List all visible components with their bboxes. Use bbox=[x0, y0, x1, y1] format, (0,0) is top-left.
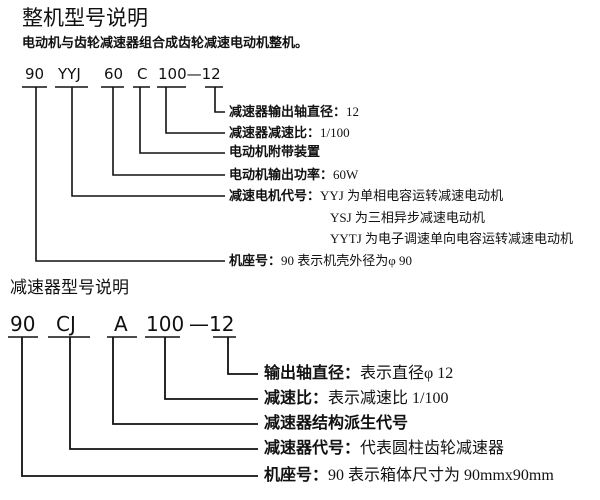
code-90: 90 bbox=[25, 65, 45, 83]
row2-reduction-ratio: 减速比：表示减速比 1/100 bbox=[264, 388, 449, 407]
code-60: 60 bbox=[104, 65, 124, 83]
row-ysj: YSJ 为三相异步减速电动机 bbox=[330, 210, 485, 225]
section1-subtitle: 电动机与齿轮减速器组合成齿轮减速电动机整机。 bbox=[22, 36, 309, 51]
row-shaft-diameter: 减速器输出轴直径：12 bbox=[229, 104, 360, 120]
row2-reducer-code: 减速器代号：代表圆柱齿轮减速器 bbox=[264, 438, 505, 457]
row-output-power: 电动机输出功率：60W bbox=[229, 167, 359, 183]
code2-100: 100 bbox=[146, 312, 185, 336]
code-yyj: YYJ bbox=[58, 65, 81, 83]
row-yytj: YYTJ 为电子调速单向电容运转减速电动机 bbox=[330, 231, 574, 246]
row2-shaft-diameter: 输出轴直径：表示直径φ 12 bbox=[264, 363, 454, 382]
row2-structure-code: 减速器结构派生代号 bbox=[264, 413, 409, 432]
code2-cj: CJ bbox=[56, 312, 76, 336]
row-frame-number: 机座号：90 表示机壳外径为φ 90 bbox=[229, 253, 413, 269]
section2-title: 减速器型号说明 bbox=[10, 278, 129, 298]
code2-90: 90 bbox=[10, 312, 36, 336]
row-reduction-ratio: 减速器减速比：1/100 bbox=[229, 125, 350, 141]
row-attached-device: 电动机附带装置 bbox=[229, 145, 321, 160]
row-motor-code: 减速电机代号：YYJ 为单相电容运转减速电动机 bbox=[229, 188, 504, 204]
code-100-12: 100—12 bbox=[158, 65, 221, 83]
code2-a: A bbox=[114, 312, 128, 336]
row2-frame-number: 机座号：90 表示箱体尺寸为 90mmx90mm bbox=[264, 465, 554, 484]
section1-title: 整机型号说明 bbox=[22, 6, 148, 30]
code2-12: —12 bbox=[189, 312, 235, 336]
code-c: C bbox=[137, 65, 148, 83]
